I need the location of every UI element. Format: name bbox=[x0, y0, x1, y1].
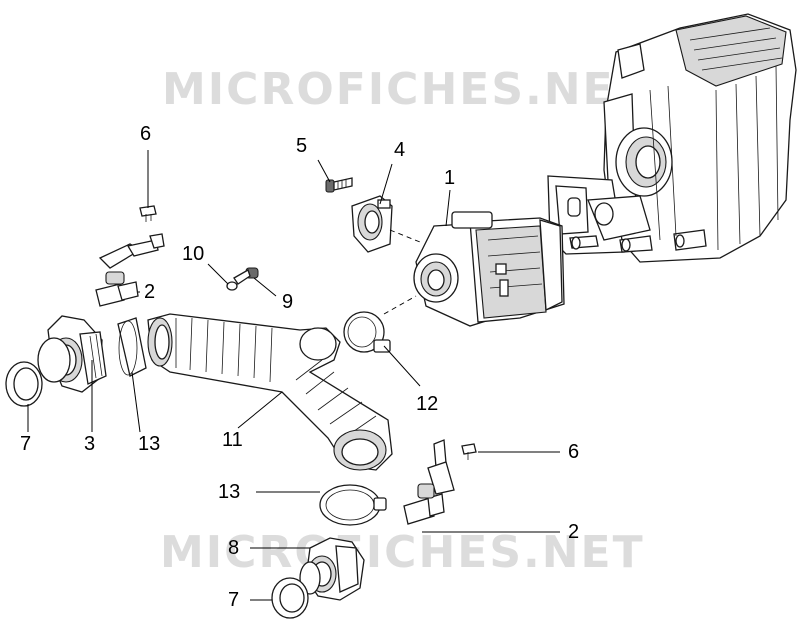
callout-13-bottom: 13 bbox=[218, 481, 241, 503]
intake-manifold-bottom bbox=[299, 537, 365, 601]
callout-13-left: 13 bbox=[138, 433, 161, 455]
throttle-body bbox=[413, 211, 565, 327]
callout-7-bottom: 7 bbox=[228, 589, 240, 611]
callout-6-top: 6 bbox=[140, 123, 152, 145]
callout-11: 11 bbox=[222, 429, 243, 451]
callout-4: 4 bbox=[394, 139, 406, 161]
screw-5 bbox=[325, 177, 353, 193]
callout-6-bottom: 6 bbox=[568, 441, 580, 463]
callout-10: 10 bbox=[182, 243, 205, 265]
band-bottom bbox=[319, 484, 387, 526]
callout-3: 3 bbox=[84, 433, 96, 455]
callout-9: 9 bbox=[282, 291, 294, 313]
o-ring-left bbox=[5, 361, 43, 407]
watermark-bottom: MICROFICHES.NET bbox=[160, 527, 645, 578]
o-ring-bottom bbox=[271, 577, 309, 619]
assembly-lines bbox=[383, 229, 421, 315]
airbox-housing bbox=[547, 13, 797, 263]
screw-9 bbox=[233, 267, 259, 285]
intake-manifold-left bbox=[37, 315, 107, 393]
band-left bbox=[117, 317, 147, 377]
callout-2-top: 2 bbox=[144, 281, 156, 303]
callout-7-left: 7 bbox=[20, 433, 32, 455]
band-12 bbox=[343, 311, 391, 353]
injector-bottom bbox=[403, 439, 455, 525]
watermark-top: MICROFICHES.NET bbox=[162, 64, 647, 115]
callout-8: 8 bbox=[228, 537, 240, 559]
washer-10 bbox=[226, 281, 238, 291]
callout-12: 12 bbox=[416, 393, 439, 415]
callout-2-bottom: 2 bbox=[568, 521, 580, 543]
leader-lines bbox=[27, 150, 560, 601]
screw-6-top bbox=[139, 205, 157, 222]
intake-hose bbox=[147, 313, 393, 471]
throttle-clamp bbox=[351, 195, 393, 253]
callout-1: 1 bbox=[444, 167, 456, 189]
injector-top bbox=[95, 233, 165, 307]
screw-6-bottom bbox=[461, 443, 477, 460]
callout-5: 5 bbox=[296, 135, 308, 157]
